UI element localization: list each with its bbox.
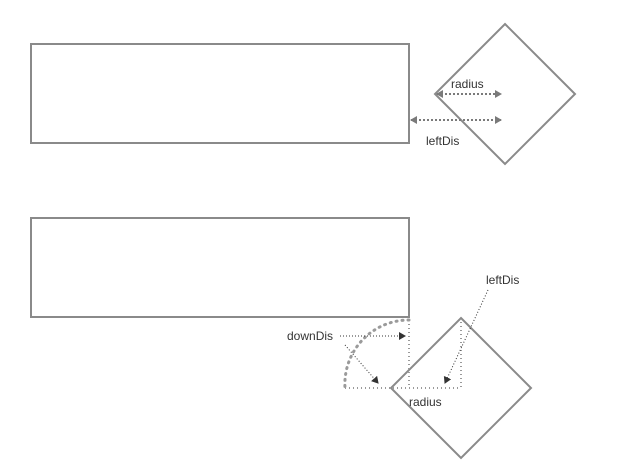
top-rectangle — [30, 43, 410, 144]
dotted-arc — [343, 318, 411, 390]
bottom-rectangle — [30, 217, 410, 318]
downdis-arrow-down — [344, 344, 379, 384]
bottom-radius-label: radius — [409, 395, 442, 409]
top-diamond — [433, 22, 577, 166]
bottom-diamond — [389, 316, 533, 460]
bottom-leftdis-arrow — [443, 289, 489, 384]
top-leftdis-label: leftDis — [426, 134, 459, 148]
top-radius-label: radius — [451, 77, 484, 91]
bottom-scene: downDis leftDis radius — [30, 217, 533, 460]
bottom-leftdis-label: leftDis — [486, 273, 519, 287]
top-scene: radius leftDis — [30, 22, 577, 166]
bottom-downdis-label: downDis — [287, 329, 333, 343]
